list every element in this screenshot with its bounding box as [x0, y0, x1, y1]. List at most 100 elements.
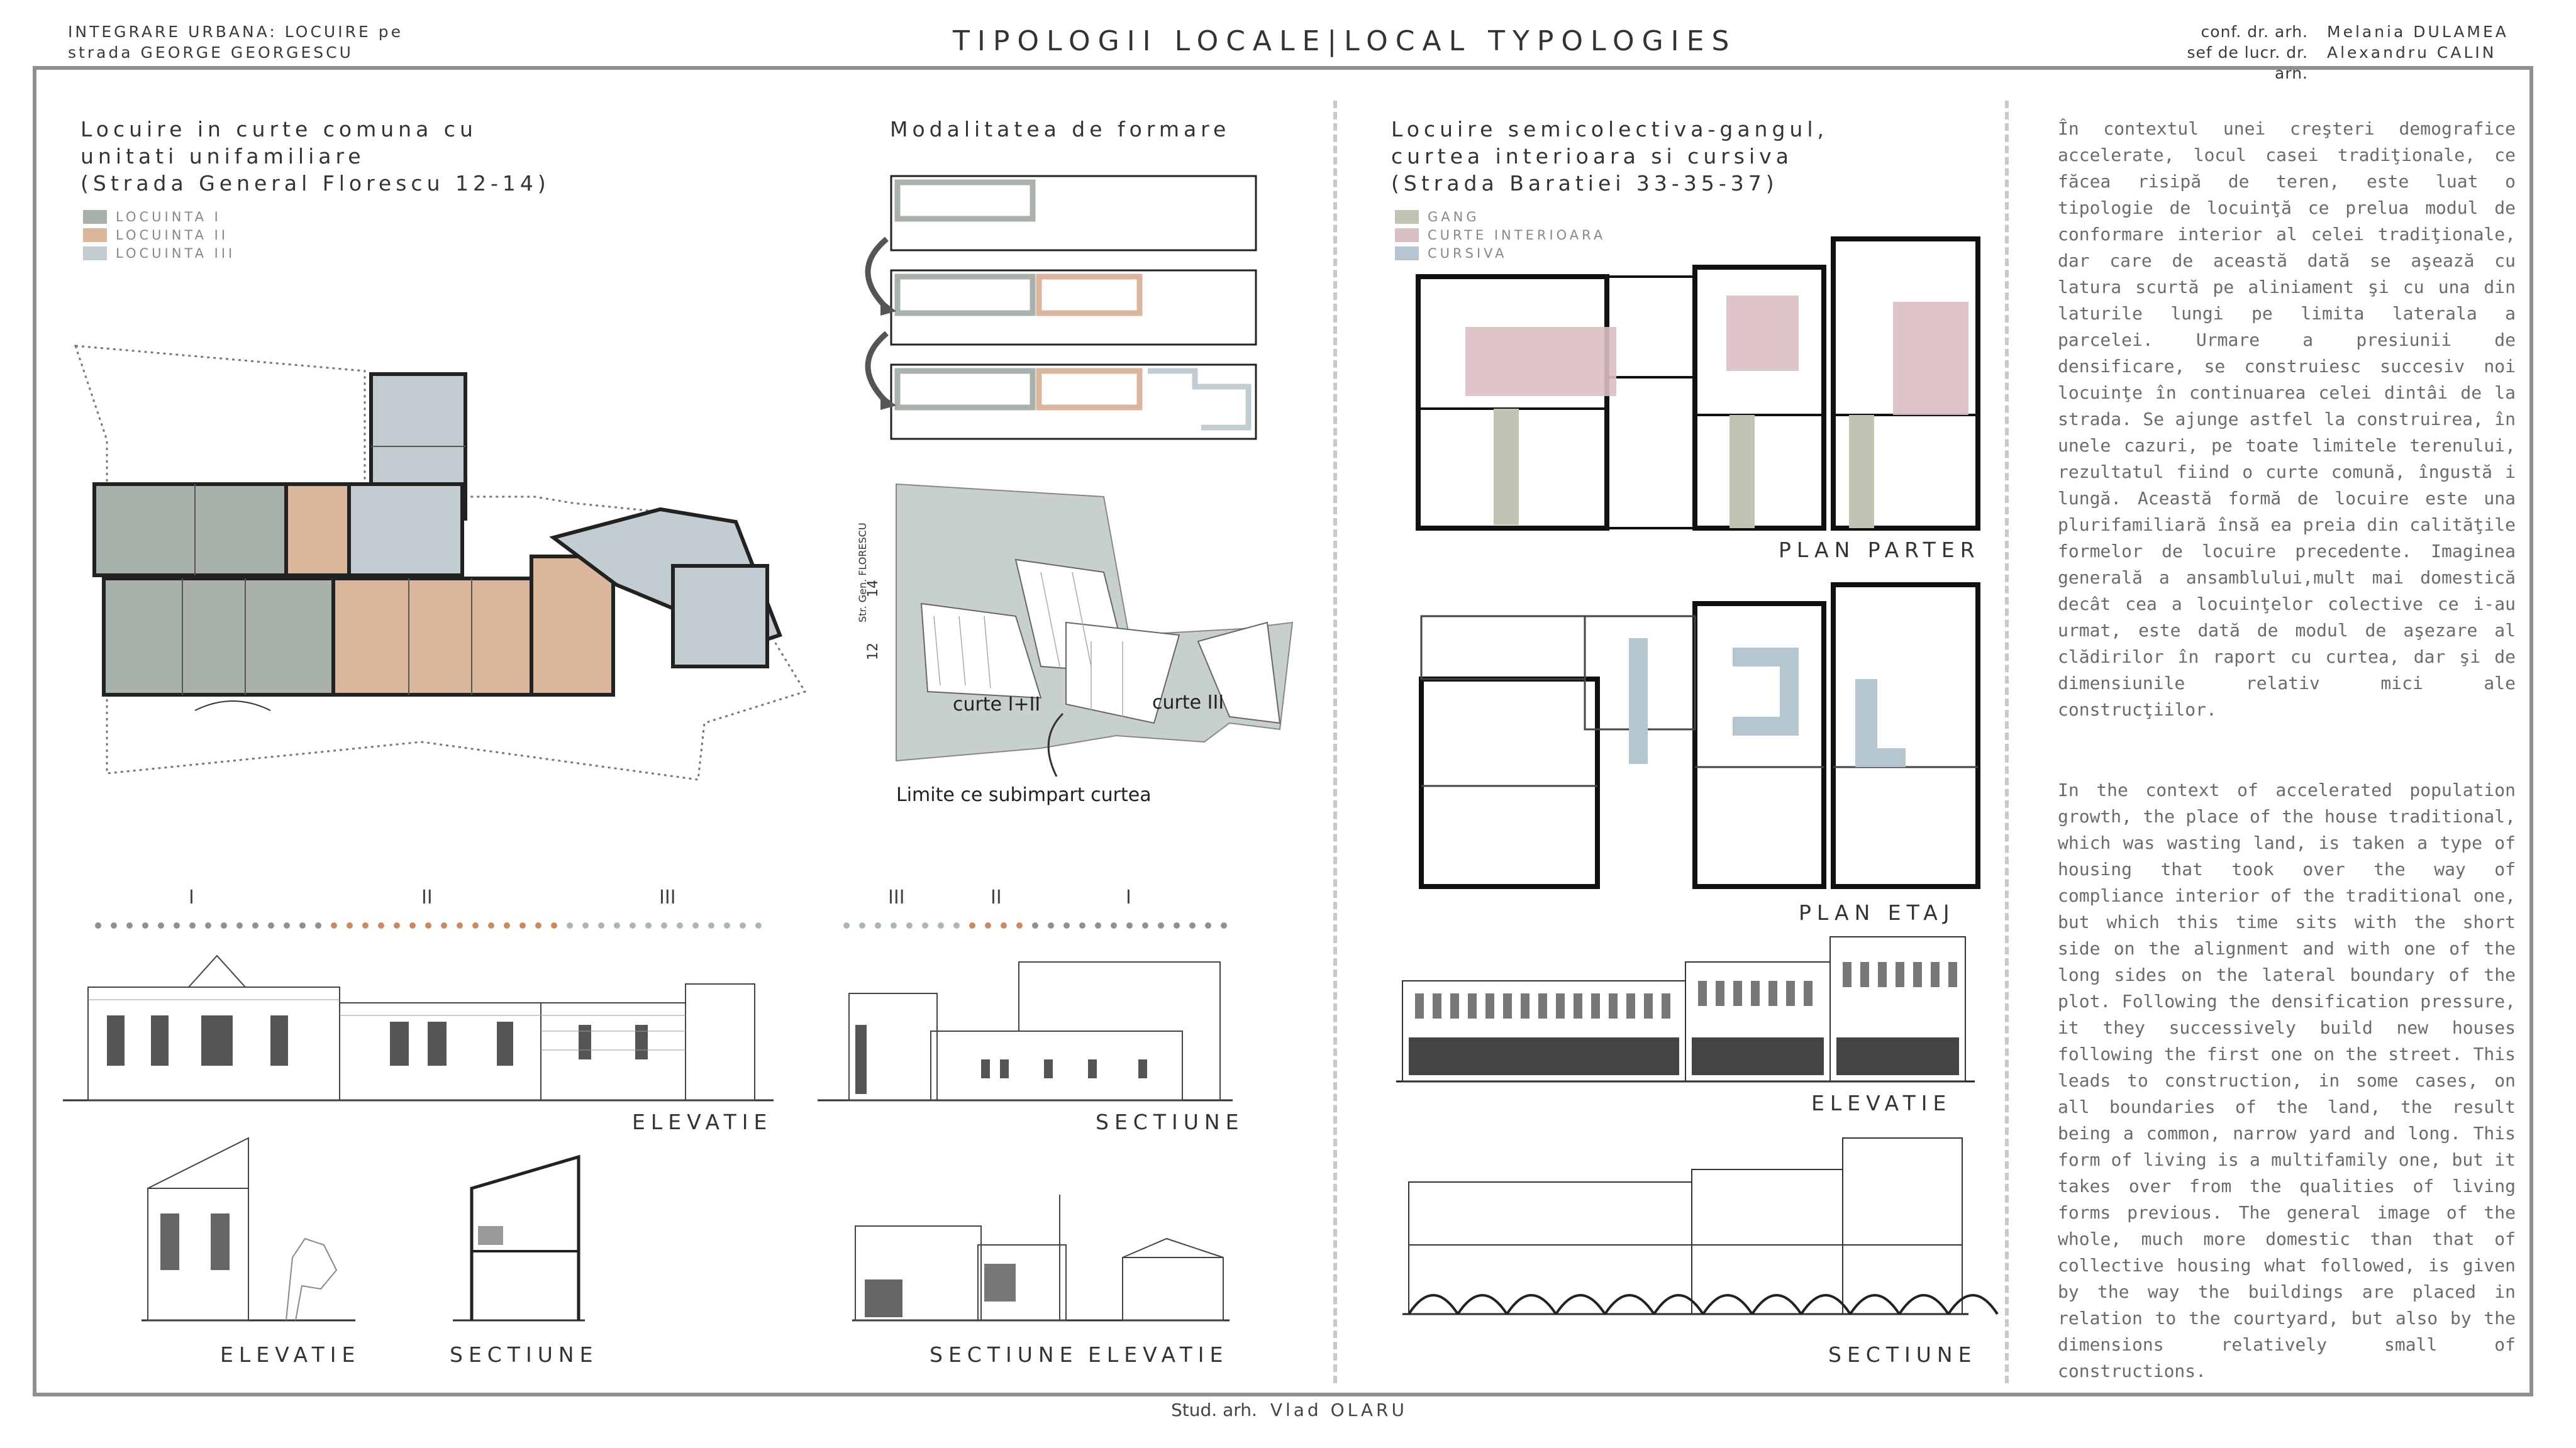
tutor-roles: conf. dr. arh. sef de lucr. dr. arh.	[2157, 21, 2308, 84]
legend-item-locuinta-3: LOCUINTA III	[83, 244, 235, 262]
unit-dot	[708, 922, 714, 929]
window-mark	[1415, 993, 1424, 1019]
formation-diagram	[865, 175, 1257, 440]
tutor-name-2: Alexandru CALIN	[2327, 43, 2497, 62]
site-plan-florescu	[74, 345, 807, 781]
court-caption: Limite ce subimpart curtea	[896, 784, 1152, 806]
section-baratiei	[1402, 1137, 1999, 1315]
section1-title-line3: (Strada General Florescu 12-14)	[80, 171, 550, 196]
window-mark	[1931, 962, 1940, 987]
legend-label: GANG	[1428, 209, 1480, 224]
legend-label: LOCUINTA III	[116, 245, 236, 261]
unit-dot	[891, 922, 897, 929]
elevation-baratiei	[1396, 936, 1975, 1083]
legend-label: LOCUINTA II	[116, 227, 229, 243]
unit-dot	[1048, 922, 1054, 929]
arch-mark	[1407, 1294, 1459, 1315]
section1-title-line1: Locuire in curte comuna cu	[80, 117, 477, 141]
unit-dot	[1158, 922, 1164, 929]
window-mark	[1574, 993, 1582, 1019]
section3-title-line2: curtea interioara si cursiva	[1391, 144, 1793, 169]
label-elevatie-baratiei: ELEVATIE	[1811, 1091, 1952, 1115]
unit-dot	[1126, 922, 1133, 929]
unit-dot	[268, 922, 274, 929]
section3-title-line3: (Strada Baratiei 33-35-37)	[1391, 171, 1779, 196]
label-sectiune-baratiei: SECTIUNE	[1828, 1342, 1977, 1367]
section3-legend: GANG CURTE INTERIOARA CURSIVA	[1395, 207, 1606, 262]
window-mark	[1556, 993, 1565, 1019]
arch-mark	[1849, 1294, 1901, 1315]
unit-dot	[1189, 922, 1196, 929]
legend-item-gang: GANG	[1395, 207, 1606, 226]
unit-dot	[236, 922, 243, 929]
window-mark	[1662, 993, 1670, 1019]
label-sectiune: SECTIUNE	[1096, 1110, 1245, 1134]
legend-item-locuinta-2: LOCUINTA II	[83, 226, 235, 244]
unit-dot	[472, 922, 479, 929]
label-elevatie-2: ELEVATIE	[220, 1342, 361, 1367]
unit-dot	[142, 922, 148, 929]
window-mark	[1485, 993, 1494, 1019]
unit-dot	[504, 922, 510, 929]
unit-dot	[859, 922, 865, 929]
legend-swatch	[83, 246, 107, 260]
unit-dot	[1174, 922, 1180, 929]
unit-dot	[724, 922, 730, 929]
arch-mark	[1653, 1294, 1704, 1315]
student-role: Stud. arh.	[1171, 1400, 1257, 1420]
unit-dot	[1221, 922, 1227, 929]
legend-swatch	[1395, 228, 1419, 242]
window-mark	[1644, 993, 1653, 1019]
unit-dot	[692, 922, 699, 929]
unit-dot	[425, 922, 431, 929]
student-name: Vlad OLARU	[1270, 1400, 1407, 1420]
label-plan-etaj: PLAN ETAJ	[1799, 900, 1955, 925]
unit-dot	[409, 922, 416, 929]
section2-title: Modalitatea de formare	[890, 117, 1231, 141]
roman-numeral: II	[421, 887, 433, 909]
arch-mark	[1947, 1294, 1999, 1315]
arch-mark	[1457, 1294, 1508, 1315]
legend-swatch	[1395, 246, 1419, 260]
legend-label: CURSIVA	[1428, 245, 1507, 261]
unit-dot	[661, 922, 667, 929]
courtyard-map: Str. Gen. FLORESCU 14 12	[857, 483, 1294, 777]
unit-dot	[953, 922, 960, 929]
page-title: TIPOLOGII LOCALE|LOCAL TYPOLOGIES	[953, 25, 1737, 57]
unit-dot	[284, 922, 290, 929]
arch-mark	[1800, 1294, 1852, 1315]
label-elevatie-3: ELEVATIE	[1088, 1342, 1229, 1367]
unit-dot	[1095, 922, 1101, 929]
tutor-role-1: conf. dr. arh.	[2201, 23, 2308, 41]
arch-mark	[1702, 1294, 1753, 1315]
window-mark	[1698, 981, 1707, 1006]
legend-swatch	[1395, 209, 1419, 224]
description-english: In the context of accelerated population…	[2058, 780, 2516, 1381]
unit-dot	[221, 922, 227, 929]
map-number-14: 14	[865, 580, 881, 597]
window-mark	[1733, 981, 1742, 1006]
unit-dot	[174, 922, 180, 929]
legend-item-locuinta-1: LOCUINTA I	[83, 207, 235, 226]
unit-dot	[189, 922, 196, 929]
unit-dot	[843, 922, 850, 929]
unit-dot	[906, 922, 913, 929]
unit-dot	[922, 922, 928, 929]
section3-title-line1: Locuire semicolectiva-gangul,	[1391, 117, 1828, 141]
court-label-2: curte III	[1152, 692, 1224, 714]
project-title: INTEGRARE URBANA: LOCUIRE pe strada GEOR…	[68, 21, 403, 63]
window-mark	[1609, 993, 1618, 1019]
unit-dot	[875, 922, 881, 929]
window-mark	[1843, 962, 1852, 987]
unit-dot	[457, 922, 463, 929]
legend-swatch	[83, 228, 107, 242]
unit-dot	[331, 922, 337, 929]
unit-dot	[567, 922, 573, 929]
window-mark	[1521, 993, 1530, 1019]
legend-item-curte-interioara: CURTE INTERIOARA	[1395, 226, 1606, 244]
legend-swatch	[83, 209, 107, 224]
unit-dot	[645, 922, 652, 929]
window-mark	[1768, 981, 1777, 1006]
unit-dot	[1205, 922, 1211, 929]
unit-dot	[1001, 922, 1007, 929]
